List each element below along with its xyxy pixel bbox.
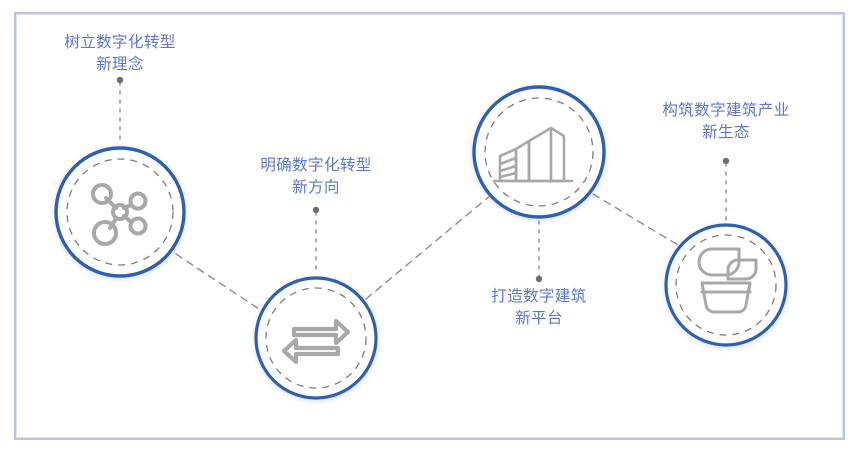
leader-dot-node1: [116, 76, 124, 84]
node-3-dashed-circle: [484, 97, 594, 207]
exchange-arrows-icon: [281, 318, 351, 365]
node-4-label-line1: 构筑数字建筑产业: [662, 102, 790, 119]
node-3-label: 打造数字建筑 新平台: [449, 286, 629, 330]
leader-line-group: [116, 76, 730, 283]
node-4-group[interactable]: [664, 223, 788, 347]
node-2-label: 明确数字化转型 新方向: [216, 155, 416, 199]
node-2-group[interactable]: [254, 276, 378, 400]
node-4-ring: [664, 223, 788, 347]
node-3-label-line2: 新平台: [515, 310, 563, 327]
node-2-ring: [254, 276, 378, 400]
node-1-dashed-circle: [66, 158, 174, 266]
leader-dot-node4: [722, 157, 730, 165]
connector-node2-node3: [365, 194, 492, 300]
node-1-label-line1: 树立数字化转型: [64, 34, 176, 51]
network-nodes-icon: [91, 183, 148, 246]
node-1-group[interactable]: [54, 146, 186, 278]
node-1-label: 树立数字化转型 新理念: [20, 32, 220, 76]
connector-group: [175, 193, 684, 312]
node-3-group[interactable]: [472, 85, 606, 219]
node-2-label-line2: 新方向: [292, 179, 340, 196]
node-1-ring: [54, 146, 186, 278]
leader-dot-node3: [535, 275, 543, 283]
node-2-label-line1: 明确数字化转型: [260, 157, 372, 174]
buildings-icon: [492, 126, 574, 183]
node-4-label-line2: 新生态: [702, 124, 750, 141]
node-4-dashed-circle: [675, 234, 777, 336]
connector-node3-node4: [592, 193, 684, 249]
node-3-ring: [472, 85, 606, 219]
node-2-dashed-circle: [265, 287, 367, 389]
node-3-label-line1: 打造数字建筑: [491, 288, 587, 305]
connector-node1-node2: [175, 253, 263, 312]
potted-plant-icon: [697, 247, 758, 314]
node-1-label-line2: 新理念: [96, 56, 144, 73]
node-4-label: 构筑数字建筑产业 新生态: [618, 100, 834, 144]
leader-dot-node2: [312, 206, 320, 214]
